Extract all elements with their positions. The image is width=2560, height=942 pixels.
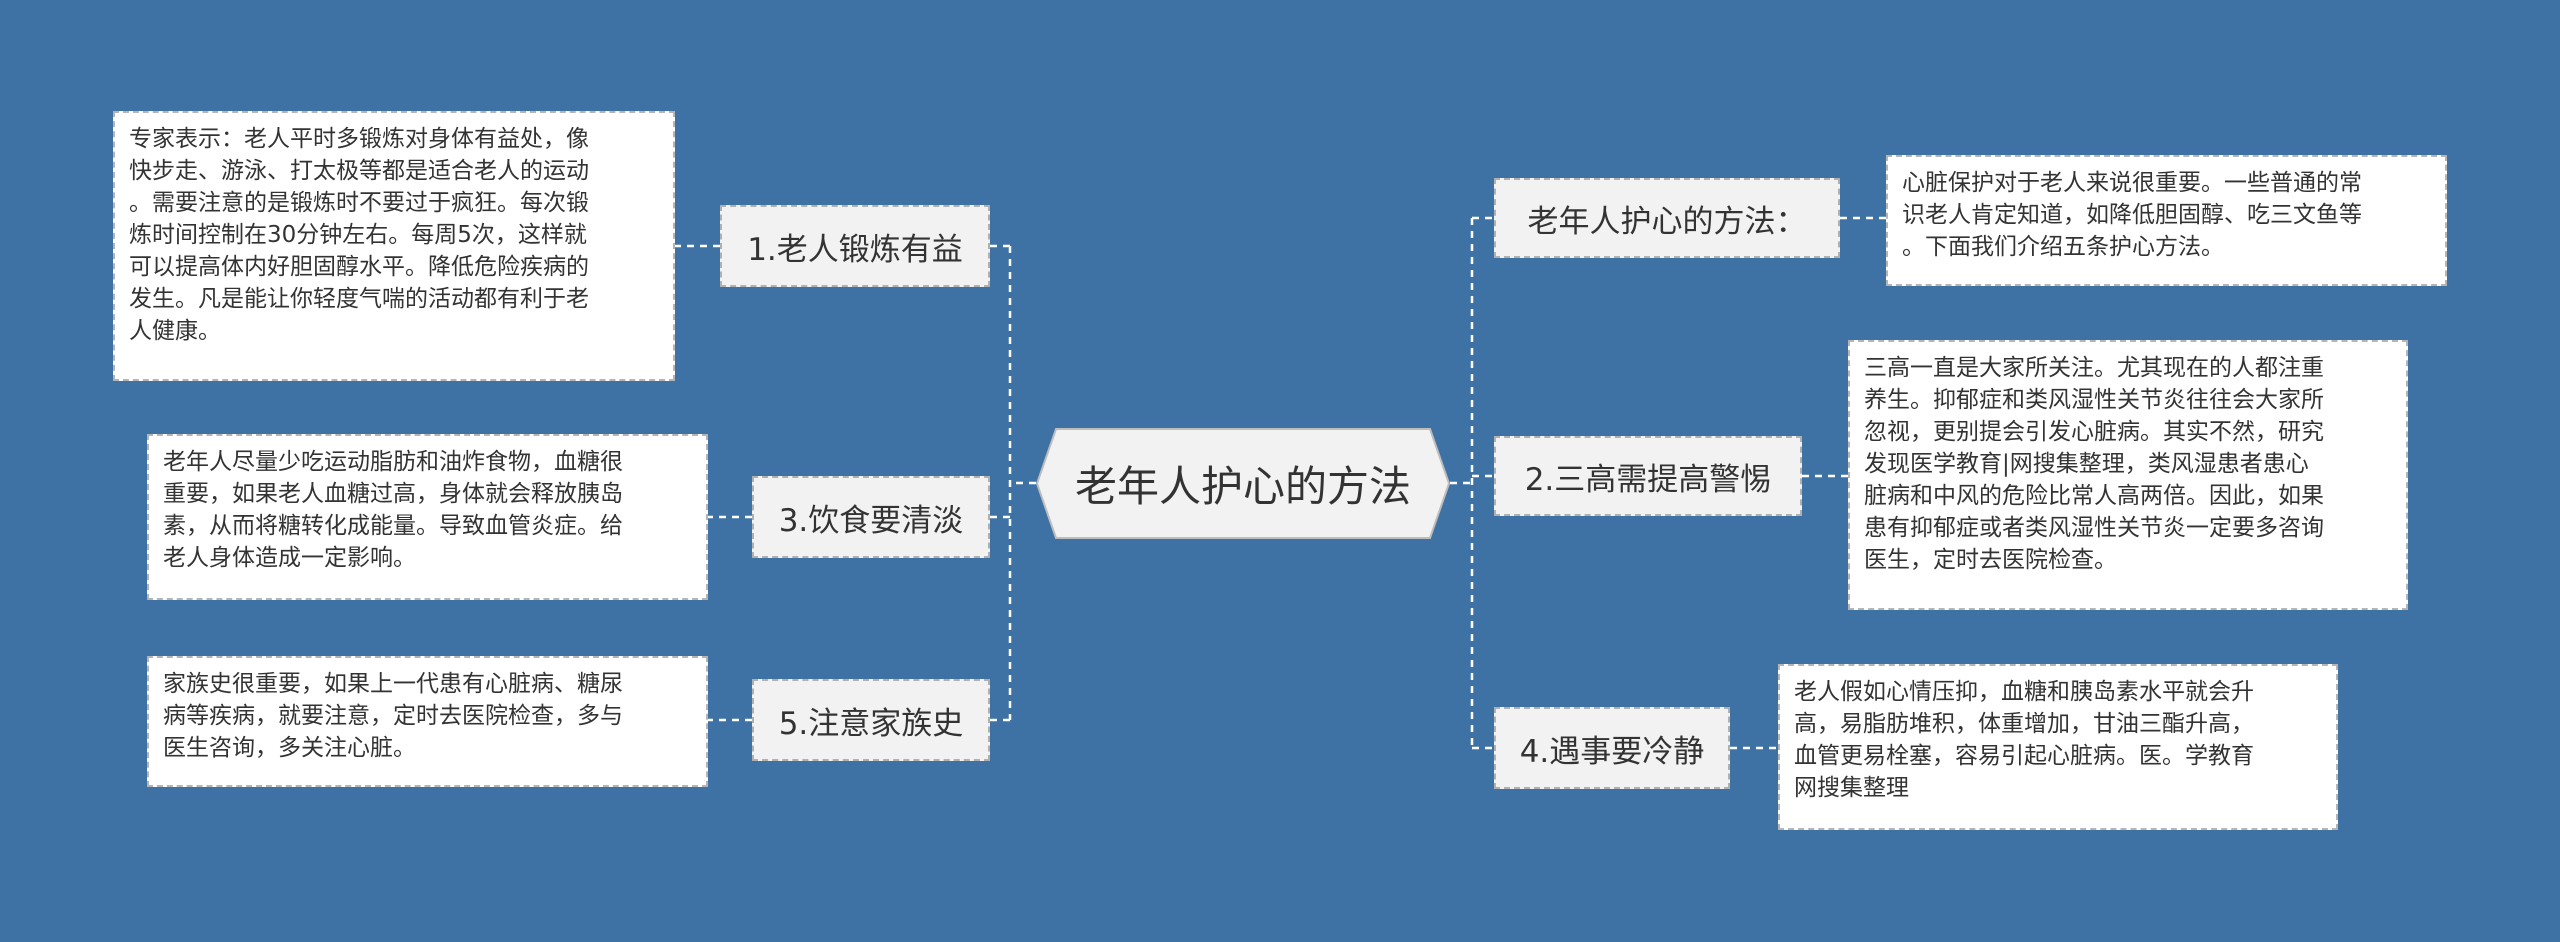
note-line: 家族史很重要，如果上一代患有心脏病、糖尿 (163, 671, 623, 697)
note-three-highs: 三高一直是大家所关注。尤其现在的人都注重 养生。抑郁症和类风湿性关节炎往往会大家… (1848, 340, 2408, 610)
note-line: 发现医学教育|网搜集整理，类风湿患者患心 (1864, 451, 2309, 477)
note-line: 重要，如果老人血糖过高，身体就会释放胰岛 (163, 481, 623, 507)
note-line: 三高一直是大家所关注。尤其现在的人都注重 (1864, 355, 2324, 381)
note-calm: 老人假如心情压抑，血糖和胰岛素水平就会升 高，易脂肪堆积，体重增加，甘油三酯升高… (1778, 664, 2338, 830)
note-line: 快步走、游泳、打太极等都是适合老人的运动 (129, 158, 589, 184)
note-line: 人健康。 (129, 318, 221, 344)
note-line: 脏病和中风的危险比常人高两倍。因此，如果 (1864, 483, 2324, 509)
note-line: 。下面我们介绍五条护心方法。 (1902, 234, 2224, 260)
note-line: 养生。抑郁症和类风湿性关节炎往往会大家所 (1864, 387, 2324, 413)
note-line: 高，易脂肪堆积，体重增加，甘油三酯升高， (1794, 711, 2254, 737)
note-line: 素，从而将糖转化成能量。导致血管炎症。给 (163, 513, 623, 539)
note-line: 忽视，更别提会引发心脏病。其实不然，研究 (1864, 419, 2324, 445)
central-topic[interactable]: 老年人护心的方法 (1036, 428, 1450, 539)
branch-calm-label: 4.遇事要冷静 (1519, 733, 1705, 770)
note-line: 医生，定时去医院检查。 (1864, 547, 2117, 573)
branch-three-highs-label: 2.三高需提高警惕 (1524, 461, 1772, 498)
branch-family-label: 5.注意家族史 (778, 705, 964, 742)
note-line: 专家表示：老人平时多锻炼对身体有益处，像 (129, 126, 589, 152)
note-exercise: 专家表示：老人平时多锻炼对身体有益处，像 快步走、游泳、打太极等都是适合老人的运… (113, 111, 675, 381)
branch-diet-label: 3.饮食要清淡 (778, 502, 964, 539)
note-line: 可以提高体内好胆固醇水平。降低危险疾病的 (129, 254, 589, 280)
branch-diet[interactable]: 3.饮食要清淡 (752, 476, 990, 558)
note-intro: 心脏保护对于老人来说很重要。一些普通的常 识老人肯定知道，如降低胆固醇、吃三文鱼… (1886, 155, 2447, 286)
note-line: 老人身体造成一定影响。 (163, 545, 416, 571)
note-line: 老人假如心情压抑，血糖和胰岛素水平就会升 (1794, 679, 2254, 705)
note-line: 老年人尽量少吃运动脂肪和油炸食物，血糖很 (163, 449, 623, 475)
note-diet: 老年人尽量少吃运动脂肪和油炸食物，血糖很 重要，如果老人血糖过高，身体就会释放胰… (147, 434, 708, 600)
branch-exercise-label: 1.老人锻炼有益 (747, 231, 963, 268)
branch-family[interactable]: 5.注意家族史 (752, 679, 990, 761)
note-line: 医生咨询，多关注心脏。 (163, 735, 416, 761)
note-line: 网搜集整理 (1794, 775, 1909, 801)
note-line: 病等疾病，就要注意，定时去医院检查，多与 (163, 703, 623, 729)
central-topic-shape (1036, 428, 1450, 539)
note-line: 患有抑郁症或者类风湿性关节炎一定要多咨询 (1864, 515, 2324, 541)
branch-three-highs[interactable]: 2.三高需提高警惕 (1494, 436, 1802, 516)
branch-intro-label: 老年人护心的方法： (1527, 203, 1807, 240)
branch-intro[interactable]: 老年人护心的方法： (1494, 178, 1840, 258)
note-line: 识老人肯定知道，如降低胆固醇、吃三文鱼等 (1902, 202, 2362, 228)
note-line: 。需要注意的是锻炼时不要过于疯狂。每次锻 (129, 190, 589, 216)
branch-exercise[interactable]: 1.老人锻炼有益 (720, 205, 990, 287)
note-line: 炼时间控制在30分钟左右。每周5次，这样就 (129, 222, 587, 248)
note-line: 发生。凡是能让你轻度气喘的活动都有利于老 (129, 286, 589, 312)
central-topic-label: 老年人护心的方法 (1074, 462, 1411, 511)
note-line: 心脏保护对于老人来说很重要。一些普通的常 (1902, 170, 2362, 196)
note-family: 家族史很重要，如果上一代患有心脏病、糖尿 病等疾病，就要注意，定时去医院检查，多… (147, 656, 708, 787)
branch-calm[interactable]: 4.遇事要冷静 (1494, 707, 1730, 789)
note-line: 血管更易栓塞，容易引起心脏病。医。学教育 (1794, 743, 2254, 769)
